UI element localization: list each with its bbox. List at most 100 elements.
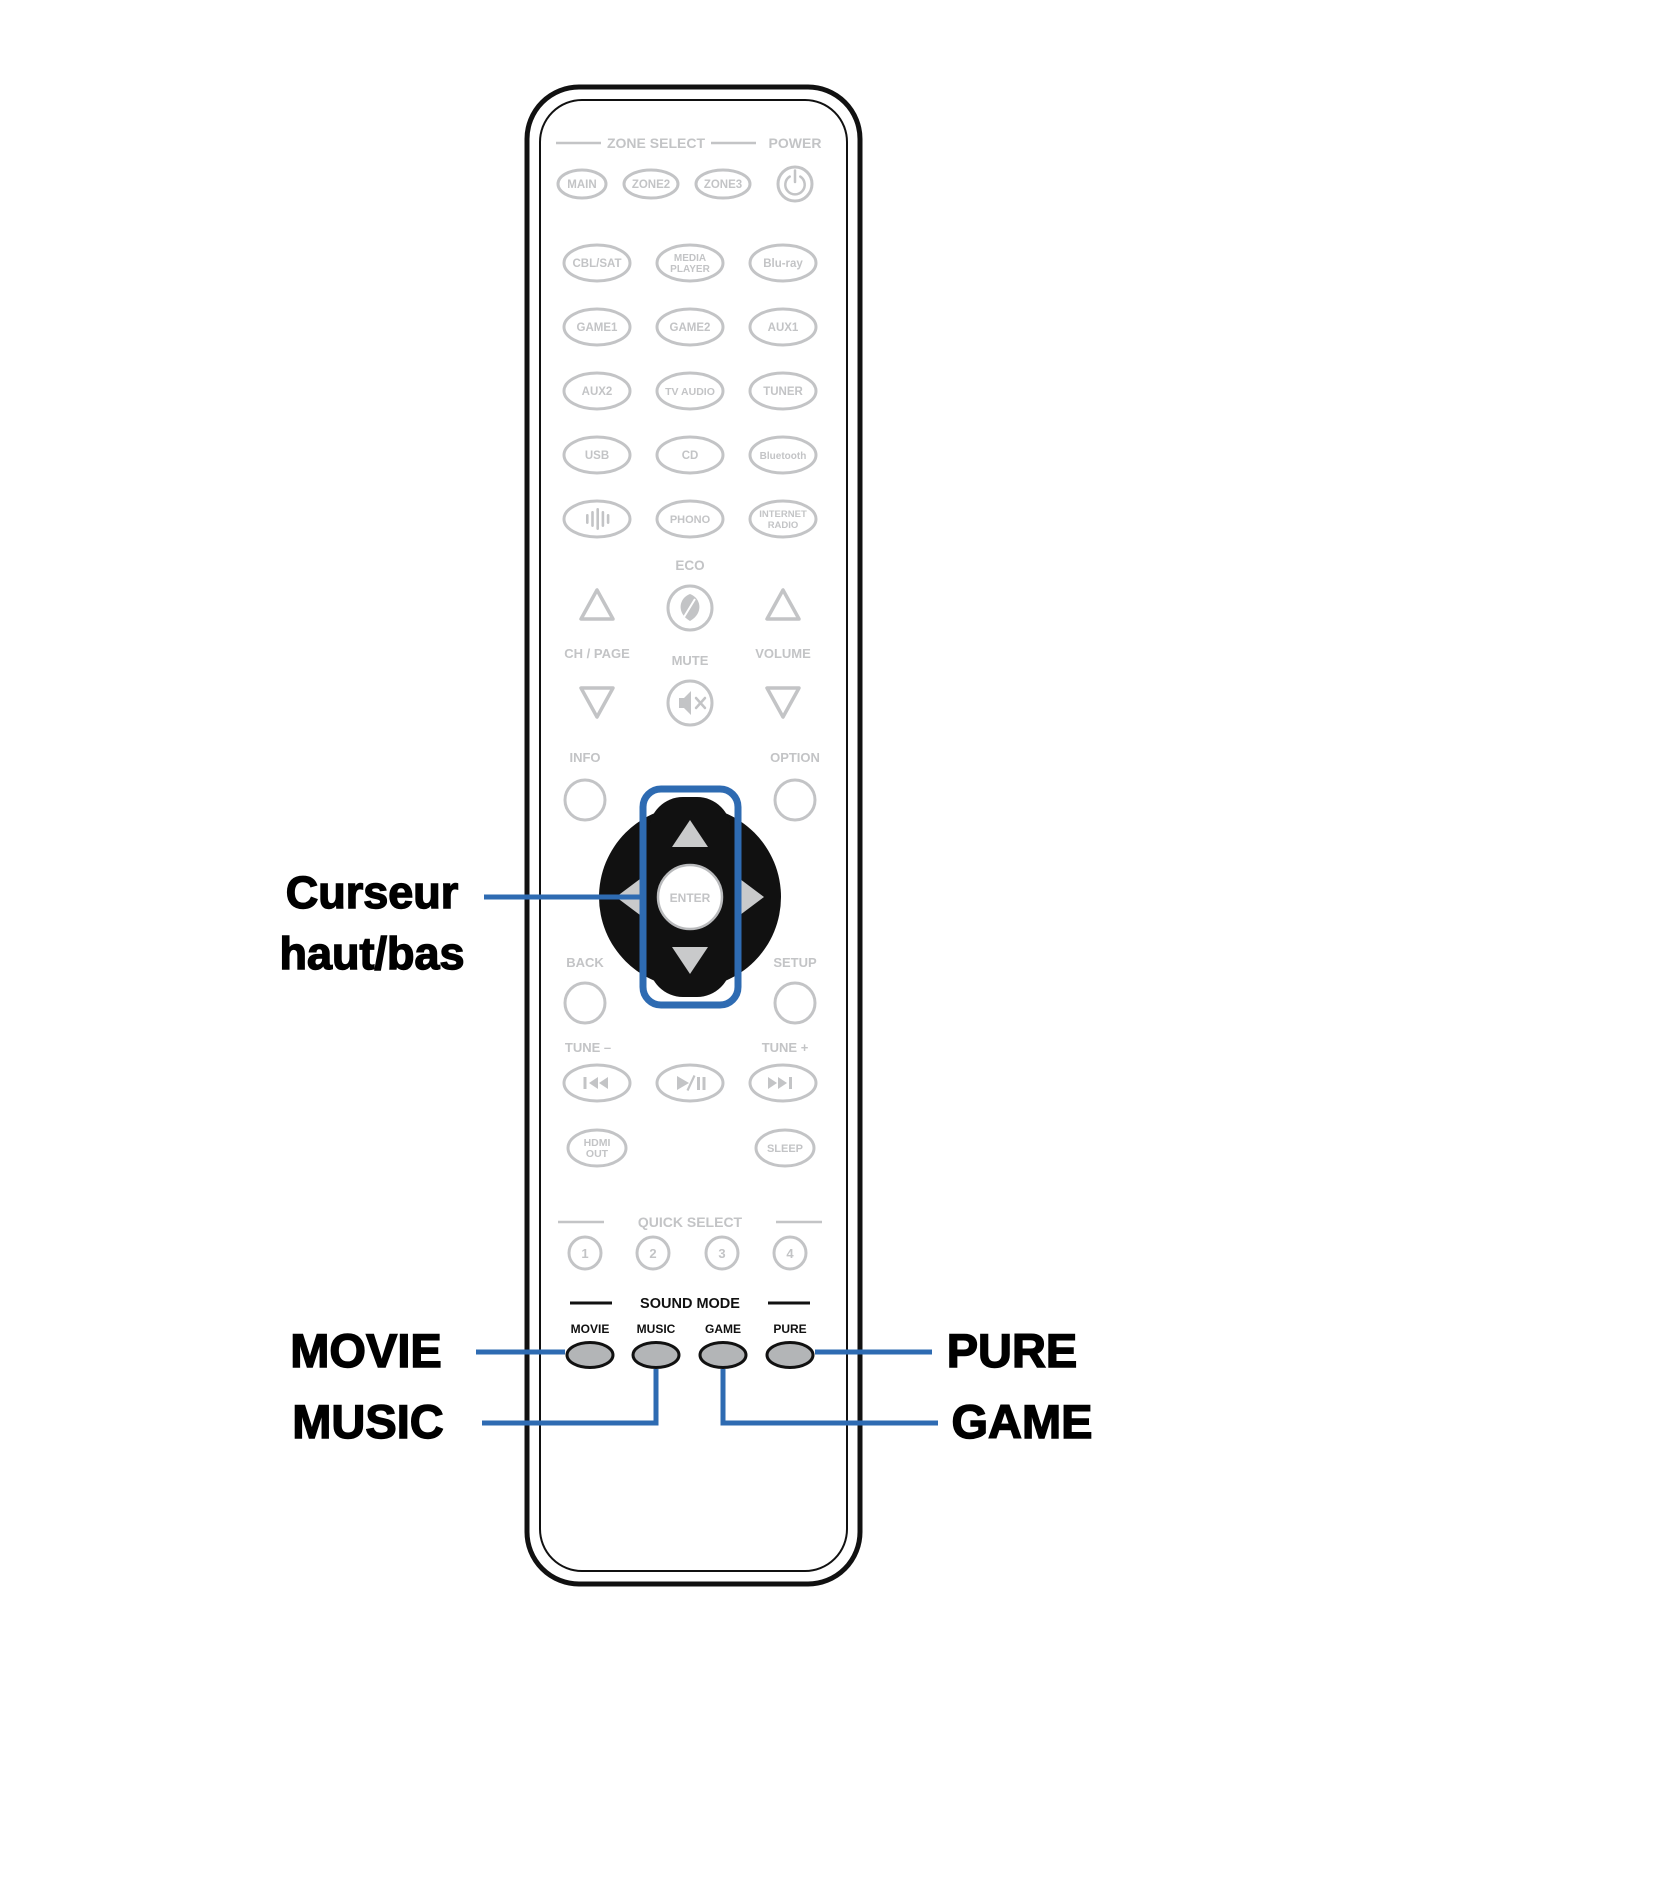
- callout-music: MUSIC: [292, 1369, 659, 1449]
- tune-plus-label: TUNE +: [762, 1040, 809, 1055]
- eco-label: ECO: [675, 558, 704, 573]
- volume-down-button: [765, 686, 801, 719]
- channel-down-button: [579, 686, 615, 719]
- game1-button: GAME1: [562, 307, 632, 347]
- tuner-button: TUNER: [748, 371, 818, 411]
- callout-cursor: Curseur haut/bas: [279, 866, 641, 980]
- mute-button: [666, 679, 714, 727]
- skip-back-button: [562, 1063, 632, 1103]
- callout-cursor-text-line1: Curseur: [286, 867, 459, 918]
- transport-block: TUNE – TUNE +: [562, 1040, 818, 1168]
- phono-label: PHONO: [670, 514, 711, 526]
- movie-button: [565, 1341, 615, 1369]
- game2-button: GAME2: [655, 307, 725, 347]
- usb-label: USB: [585, 450, 609, 462]
- internet-radio-label-line2: RADIO: [768, 520, 799, 531]
- eco-button: [666, 584, 714, 632]
- callout-music-text: MUSIC: [292, 1395, 443, 1448]
- info-button: [563, 778, 607, 822]
- quick-select-1-label: 1: [581, 1246, 588, 1261]
- zone2-button-label: ZONE2: [632, 179, 670, 191]
- quick-select-4-label: 4: [786, 1246, 794, 1261]
- remote-inner-outline: [539, 99, 848, 1572]
- tune-minus-label: TUNE –: [565, 1040, 611, 1055]
- pure-button-label: PURE: [773, 1322, 806, 1336]
- channel-up-button: [579, 588, 615, 621]
- media-player-label-line2: PLAYER: [670, 264, 710, 275]
- power-label: POWER: [769, 135, 822, 151]
- music-button-label: MUSIC: [637, 1322, 676, 1336]
- cursor-down-icon: [672, 947, 708, 974]
- zone-buttons-row: MAIN ZONE2 ZONE3: [556, 165, 814, 203]
- cursor-pad: ENTER: [599, 785, 781, 1009]
- hdmi-out-label-line1: HDMI: [584, 1137, 611, 1149]
- sound-mode-label: SOUND MODE: [640, 1296, 740, 1312]
- hdmi-out-label-line2: OUT: [586, 1148, 609, 1160]
- cd-label: CD: [682, 450, 699, 462]
- blu-ray-label: Blu-ray: [763, 258, 803, 270]
- quick-select-3-button: 3: [704, 1235, 740, 1271]
- callout-music-line: [482, 1369, 659, 1426]
- skip-forward-icon: [768, 1077, 792, 1089]
- volume-label: VOLUME: [755, 646, 811, 661]
- source-buttons: CBL/SAT MEDIA PLAYER Blu-ray GAME1 GAME2…: [562, 243, 818, 539]
- main-zone-button-label: MAIN: [567, 179, 596, 191]
- option-label: OPTION: [770, 750, 820, 765]
- phono-button: PHONO: [655, 499, 725, 539]
- cbl-sat-button: CBL/SAT: [562, 243, 632, 283]
- music-button: [631, 1341, 681, 1369]
- main-zone-button: MAIN: [556, 168, 608, 200]
- volume-up-button: [765, 588, 801, 621]
- setup-label: SETUP: [773, 955, 817, 970]
- quick-select-1-button: 1: [567, 1235, 603, 1271]
- eco-leaf-icon: [680, 594, 700, 621]
- tuner-label: TUNER: [763, 386, 803, 398]
- callout-game-line: [720, 1369, 938, 1426]
- aux2-button: AUX2: [562, 371, 632, 411]
- aux1-label: AUX1: [768, 322, 799, 334]
- internet-radio-label-line1: INTERNET: [759, 509, 807, 520]
- media-player-button: MEDIA PLAYER: [655, 243, 725, 283]
- bluetooth-button: Bluetooth: [748, 435, 818, 475]
- tv-audio-label: TV AUDIO: [665, 386, 715, 398]
- cd-button: CD: [655, 435, 725, 475]
- callout-movie: MOVIE: [290, 1323, 565, 1378]
- quick-select-2-button: 2: [635, 1235, 671, 1271]
- quick-select-3-label: 3: [718, 1246, 725, 1261]
- zone3-button: ZONE3: [694, 168, 752, 200]
- game2-label: GAME2: [670, 322, 711, 334]
- power-icon: [784, 169, 806, 196]
- quick-select-label: QUICK SELECT: [638, 1214, 743, 1230]
- sound-mode-block: SOUND MODE MOVIE MUSIC GAME PURE: [565, 1296, 815, 1369]
- cursor-up-icon: [672, 820, 708, 847]
- aux1-button: AUX1: [748, 307, 818, 347]
- media-player-label-line1: MEDIA: [674, 253, 706, 264]
- callout-cursor-text-line2: haut/bas: [279, 928, 464, 979]
- callout-movie-text: MOVIE: [290, 1324, 441, 1377]
- game-button: [698, 1341, 748, 1369]
- bluetooth-label: Bluetooth: [760, 451, 807, 462]
- callout-game: GAME: [720, 1369, 1093, 1449]
- equalizer-icon: [586, 508, 610, 530]
- enter-button: ENTER: [656, 863, 724, 931]
- blu-ray-button: Blu-ray: [748, 243, 818, 283]
- option-button: [773, 778, 817, 822]
- skip-forward-button: [748, 1063, 818, 1103]
- info-option-row: INFO OPTION: [563, 750, 820, 822]
- callout-pure: PURE: [815, 1323, 1078, 1378]
- pure-button: [765, 1341, 815, 1369]
- zone3-button-label: ZONE3: [704, 179, 742, 191]
- zone2-button: ZONE2: [622, 168, 680, 200]
- cursor-updown-highlight: [639, 785, 742, 1009]
- zone-select-header: ZONE SELECT POWER: [556, 135, 821, 151]
- usb-button: USB: [562, 435, 632, 475]
- back-button: [563, 981, 607, 1025]
- callout-game-text: GAME: [952, 1395, 1093, 1448]
- play-pause-button: [655, 1063, 725, 1103]
- cursor-right-icon: [740, 879, 764, 915]
- hdmi-out-button: HDMI OUT: [566, 1128, 628, 1168]
- back-setup-row: BACK SETUP: [563, 955, 817, 1025]
- movie-button-label: MOVIE: [571, 1322, 610, 1336]
